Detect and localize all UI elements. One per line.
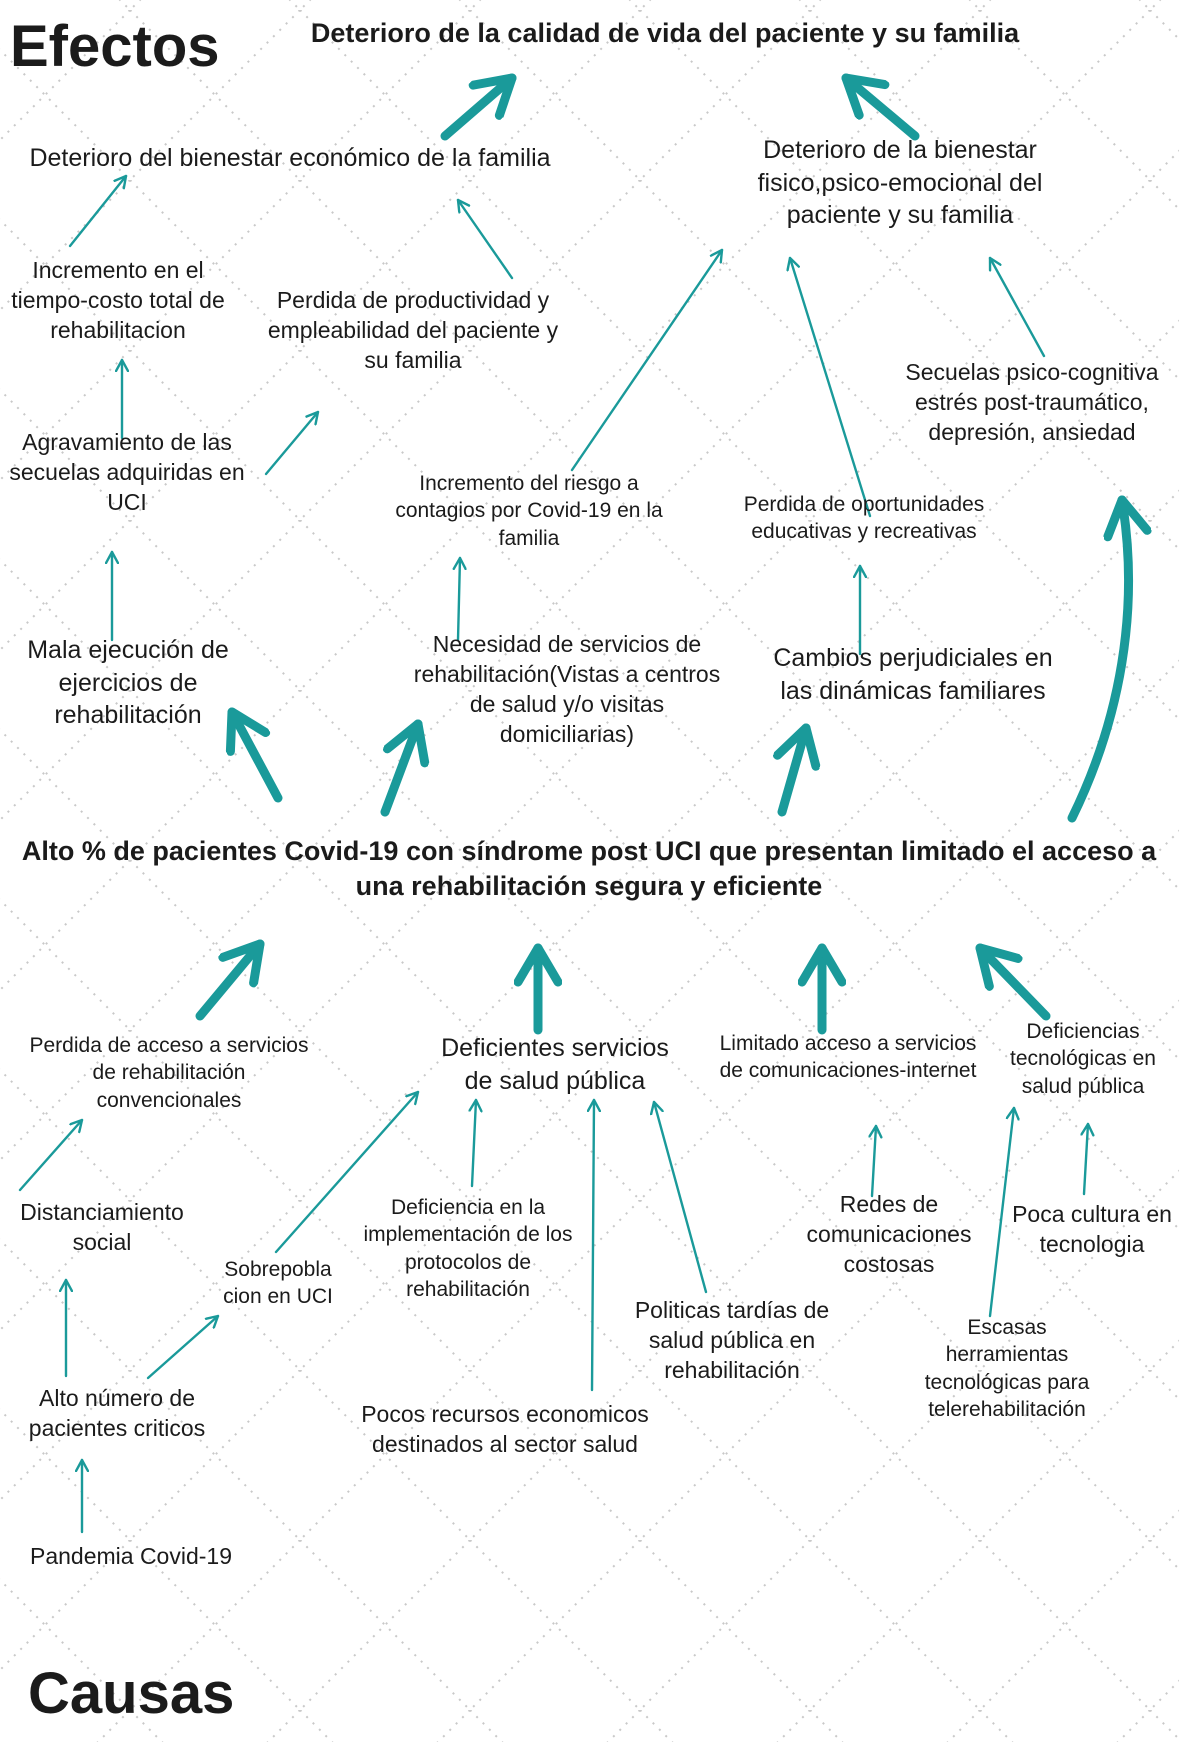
node-aggravation: Agravamiento de las secuelas adquiridas … bbox=[9, 429, 245, 515]
node-cost: Incremento en el tiempo-costo total de r… bbox=[11, 257, 225, 343]
node-low-resources: Pocos recursos economicos destinados al … bbox=[361, 1401, 649, 1457]
node-econ: Deterioro del bienestar económico de la … bbox=[29, 144, 551, 172]
node-low-culture: Poca cultura en tecnologia bbox=[1012, 1201, 1172, 1257]
node-productivity: Perdida de productividad y empleabilidad… bbox=[267, 287, 559, 373]
node-central-problem: Alto % de pacientes Covid-19 con síndrom… bbox=[21, 836, 1157, 902]
node-networks: Redes de comunicaciones costosas bbox=[806, 1191, 972, 1277]
node-critical: Alto número de pacientes criticos bbox=[28, 1385, 206, 1441]
node-distancing: Distanciamiento social bbox=[20, 1199, 184, 1255]
effects-heading: Efectos bbox=[10, 14, 220, 79]
node-sequelae-psy: Secuelas psico-cognitiva estrés post-tra… bbox=[905, 359, 1159, 445]
node-tools: Escasas herramientas tecnológicas para t… bbox=[924, 1316, 1090, 1421]
node-family-dyn: Cambios perjudiciales en las dinámicas f… bbox=[773, 644, 1053, 705]
node-physical: Deterioro de la bienestar fisico,psico-e… bbox=[757, 136, 1043, 229]
node-tech-deficiency: Deficiencias tecnológicas en salud públi… bbox=[1010, 1020, 1156, 1098]
node-protocols: Deficiencia en la implementación de los … bbox=[363, 1196, 573, 1301]
node-pandemic: Pandemia Covid-19 bbox=[29, 1543, 232, 1569]
node-opportunities: Perdida de oportunidades educativas y re… bbox=[743, 493, 985, 544]
node-contagion: Incremento del riesgo a contagios por Co… bbox=[395, 472, 663, 550]
node-top-effect: Deterioro de la calidad de vida del paci… bbox=[310, 18, 1020, 48]
node-loss-access: Perdida de acceso a servicios de rehabil… bbox=[29, 1034, 309, 1112]
node-need-services: Necesidad de servicios de rehabilitación… bbox=[413, 631, 721, 747]
node-overpopulation: Sobrepobla cion en UCI bbox=[223, 1258, 333, 1309]
node-bad-exec: Mala ejecución de ejercicios de rehabili… bbox=[27, 636, 229, 729]
node-limited-internet: Limitado acceso a servicios de comunicac… bbox=[719, 1032, 977, 1083]
node-deficient-public: Deficientes servicios de salud pública bbox=[441, 1034, 669, 1095]
node-late-policies: Politicas tardías de salud pública en re… bbox=[634, 1297, 830, 1383]
causes-heading: Causas bbox=[28, 1661, 235, 1726]
